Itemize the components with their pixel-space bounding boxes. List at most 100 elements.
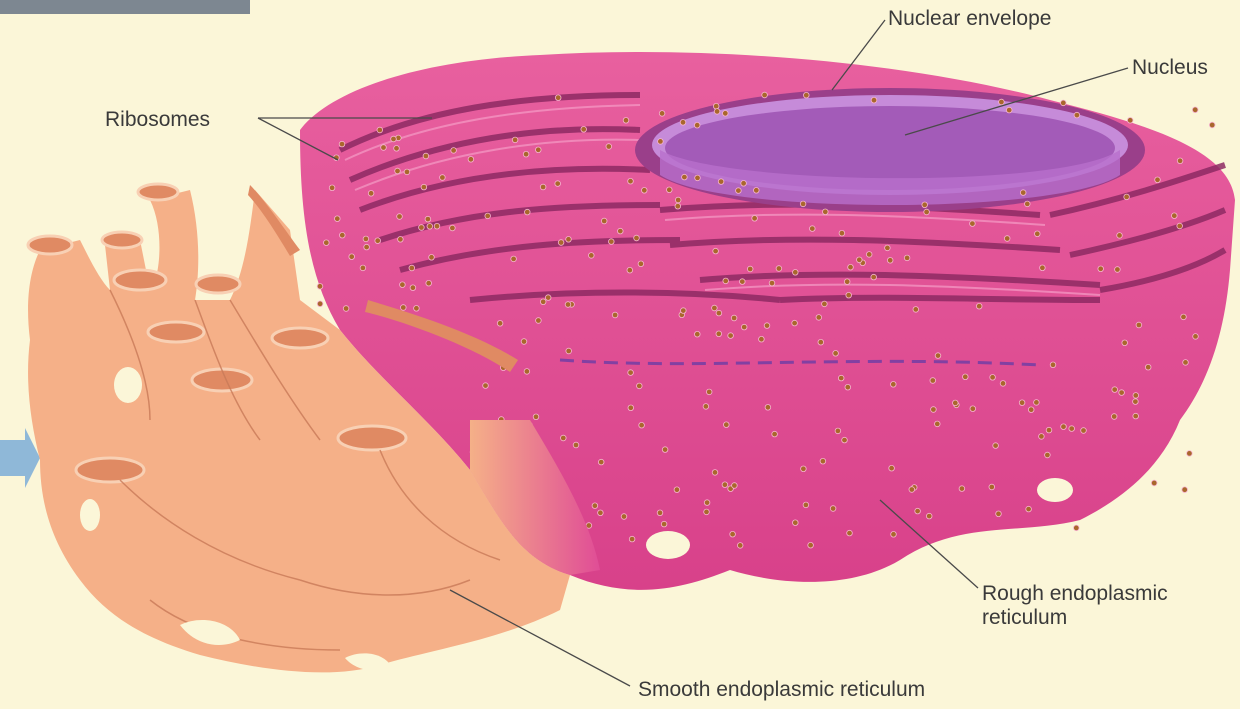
ribosome-dot [935,353,941,359]
ribosome-dot [740,279,746,285]
ribosome-dot [713,248,719,254]
ribosome-dot [400,282,406,288]
ribosome-dot [728,333,734,339]
ribosome-dot [681,308,687,314]
tube-end [148,322,204,342]
ribosome-dot [713,103,719,109]
ribosome-dot [573,442,579,448]
ribosome-dot [628,370,634,376]
ribosome-dot [839,230,845,236]
ribosome-dot [816,315,822,321]
ribosome-dot [731,315,737,321]
ribosome-dot [536,318,542,324]
ribosome-dot [810,226,816,232]
ribosome-dot [658,139,664,145]
ribosome-dot [1177,223,1183,229]
ribosome-dot [803,502,809,508]
ribosome-dot [845,384,851,390]
ribosome-dot [609,239,615,245]
ribosome-dot [1181,314,1187,320]
ribosome-dot [524,369,530,375]
ribosome-dot [674,487,680,493]
ribosome-dot [1020,190,1026,196]
ribosome-dot [1069,426,1075,432]
ribosome-dot [317,301,323,307]
ribosome-dot [592,503,598,509]
tube-end [114,270,166,290]
ribosome-dot [842,437,848,443]
er-pore [80,499,100,531]
ribosome-dot [566,348,572,354]
ribosome-dot [451,148,457,154]
ribosome-dot [1112,387,1118,393]
ribosome-dot [848,264,854,270]
ribosome-dot [485,213,491,219]
ribosome-dot [1081,428,1087,434]
ribosome-dot [741,181,747,187]
ribosome-dot [976,303,982,309]
ribosome-dot [1172,213,1178,219]
ribosome-dot [329,185,335,191]
ribosome-dot [747,266,753,272]
ribosome-dot [565,302,571,308]
ribosome-dot [598,510,604,516]
ribosome-dot [822,301,828,307]
ribosome-dot [561,435,567,441]
ribosome-dot [1004,236,1010,242]
ribosome-dot [1019,400,1025,406]
ribosome-dot [339,141,345,147]
ribosome-dot [808,542,814,548]
ribosome-dot [924,209,930,215]
ribosome-dot [601,218,607,224]
ribosome-dot [741,324,747,330]
ribosome-dot [566,237,572,243]
ribosome-dot [871,274,877,280]
ribosome-dot [792,320,798,326]
ribosome-dot [340,232,346,238]
ribosome-dot [871,97,877,103]
er-pore [1037,478,1073,502]
ribosome-dot [1040,265,1046,271]
tube-end [192,369,252,391]
ribosome-dot [1145,364,1151,370]
ribosome-dot [953,400,959,406]
ribosome-dot [935,421,941,427]
ribosome-dot [1074,525,1080,531]
ribosome-dot [1177,158,1183,164]
ribosome-dot [889,465,895,471]
ribosome-dot [317,284,323,290]
ribosome-dot [598,459,604,465]
ribosome-dot [381,145,387,151]
ribosome-dot [540,184,546,190]
ribosome-dot [800,201,806,207]
ribosome-dot [410,285,416,291]
ribosome-dot [521,339,527,345]
ribosome-dot [931,407,937,413]
ribosome-dot [926,513,932,519]
ribosome-dot [375,238,381,244]
ribosome-dot [627,267,633,273]
ribosome-dot [1133,399,1139,405]
ribosome-dot [401,305,407,311]
ribosome-dot [704,509,710,515]
ribosome-dot [662,447,668,453]
ribosome-dot [661,521,667,527]
label-ribosomes: Ribosomes [105,108,210,131]
ribosome-dot [996,511,1002,517]
ribosome-dot [682,174,688,180]
ribosome-dot [421,184,427,190]
ribosome-dot [639,422,645,428]
ribosome-dot [533,414,539,420]
ribosome-dot [335,216,341,222]
ribosome-dot [1124,194,1130,200]
ribosome-dot [511,256,517,262]
ribosome-dot [904,255,910,261]
ribosome-dot [675,197,681,203]
ribosome-dot [752,216,758,222]
ribosome-dot [913,307,919,313]
ribosome-dot [623,118,629,124]
ribosome-dot [404,169,410,175]
tube-end [338,426,406,450]
ribosome-dot [419,225,425,231]
